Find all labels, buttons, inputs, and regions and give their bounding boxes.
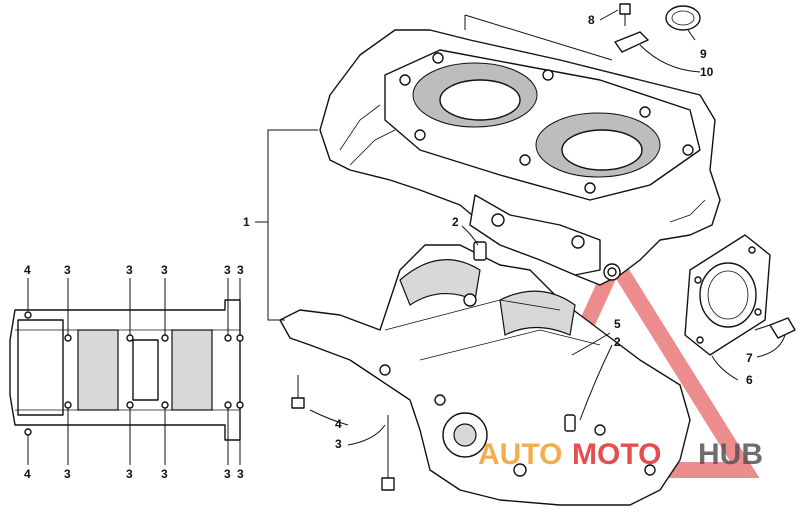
upper-crankcase xyxy=(319,29,721,286)
callout-7: 7 xyxy=(746,351,753,365)
callout-bottom-4: 4 xyxy=(24,467,31,481)
watermark-auto: AUTO xyxy=(478,438,562,471)
callout-top-3a: 3 xyxy=(64,263,71,277)
bolt-7 xyxy=(754,317,796,339)
callout-labels: 1 2 5 2 8 9 10 7 6 4 3 4 3 3 3 3 3 4 3 3… xyxy=(24,13,753,481)
leader-lines xyxy=(27,9,786,465)
callout-top-3d: 3 xyxy=(224,263,231,277)
callout-top-4: 4 xyxy=(24,263,31,277)
callout-top-3b: 3 xyxy=(126,263,133,277)
short-bolt xyxy=(291,375,305,409)
callout-9: 9 xyxy=(700,47,707,61)
callout-2-lower: 2 xyxy=(614,335,621,349)
callout-bottom-3c: 3 xyxy=(161,467,168,481)
watermark-hub: HUB xyxy=(698,438,763,471)
callout-8: 8 xyxy=(588,13,595,27)
callout-5: 5 xyxy=(614,317,621,331)
small-parts-top xyxy=(614,3,701,53)
long-bolt xyxy=(381,415,395,491)
callout-bottom-3a: 3 xyxy=(64,467,71,481)
callout-bottom-3d: 3 xyxy=(224,467,231,481)
callout-10: 10 xyxy=(700,65,714,79)
callout-6: 6 xyxy=(746,373,753,387)
crankcase-bottom-view xyxy=(9,299,244,441)
callout-3-main: 3 xyxy=(335,437,342,451)
callout-top-3e: 3 xyxy=(237,263,244,277)
callout-bottom-3e: 3 xyxy=(237,467,244,481)
callout-1: 1 xyxy=(243,215,250,229)
dowel-pins xyxy=(473,241,576,432)
watermark-moto: MOTO xyxy=(572,438,661,471)
gasket-plate xyxy=(684,234,771,356)
callout-4-main: 4 xyxy=(335,417,342,431)
watermark-text: AUTO MOTO HUB xyxy=(478,438,763,471)
lower-crankcase xyxy=(279,244,691,506)
callout-2-upper: 2 xyxy=(452,215,459,229)
callout-top-3c: 3 xyxy=(161,263,168,277)
callout-bottom-3b: 3 xyxy=(126,467,133,481)
